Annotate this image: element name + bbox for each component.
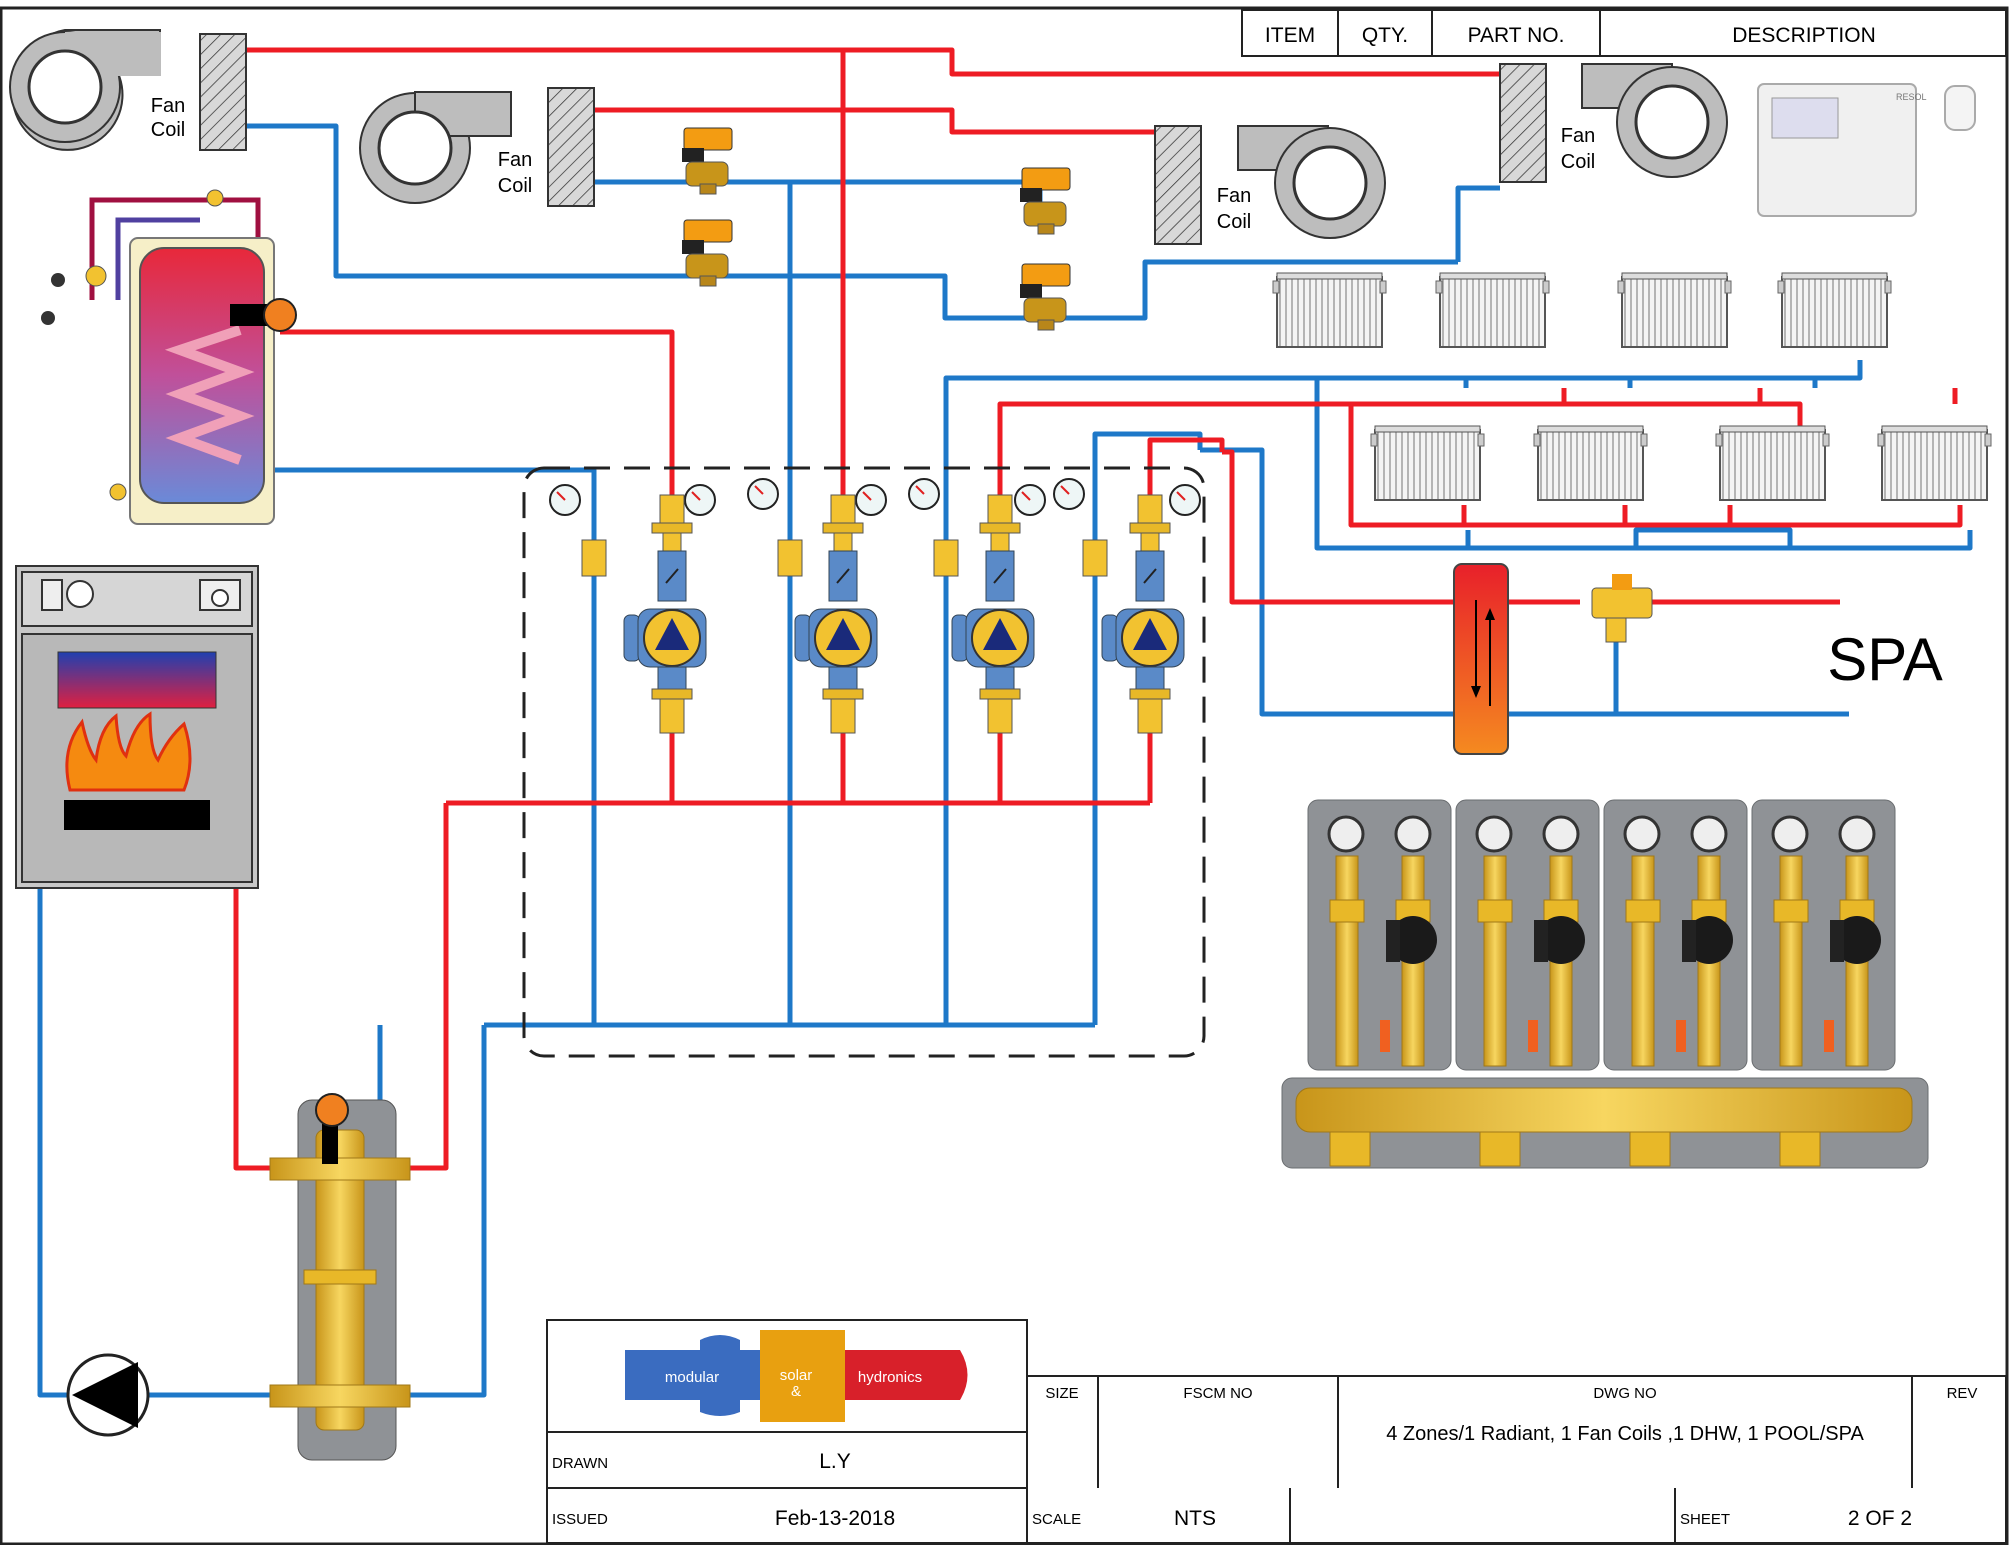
bom-part-header: PART NO. xyxy=(1468,24,1565,47)
logo-text-left: modular xyxy=(665,1369,719,1386)
manifold-boundary xyxy=(522,466,1206,1058)
sheet-label: SHEET xyxy=(1680,1511,1730,1528)
fan-coil-label: Coil xyxy=(1217,211,1251,233)
bom-qty-header: QTY. xyxy=(1362,24,1408,47)
pump-station-product xyxy=(1281,798,1929,1169)
logo-text-middle: solar xyxy=(780,1367,813,1384)
zone-valves xyxy=(681,127,1071,331)
zone-pump-stations xyxy=(549,478,1201,734)
dwg-value: 4 Zones/1 Radiant, 1 Fan Coils ,1 DHW, 1… xyxy=(1386,1423,1864,1445)
sheet-value: 2 OF 2 xyxy=(1848,1507,1912,1530)
fan-coil-label: Fan xyxy=(151,95,185,117)
fan-coil-label: Coil xyxy=(498,175,532,197)
spa-heat-exchanger xyxy=(1453,563,1653,755)
scale-label: SCALE xyxy=(1032,1511,1081,1528)
fan-coil-label: Coil xyxy=(151,119,185,141)
solar-controller: RESOL xyxy=(1757,83,1976,217)
hydraulic-separator xyxy=(269,1093,411,1461)
sensor-icon xyxy=(1944,85,1976,131)
boiler-pump-icon xyxy=(66,1353,150,1437)
logo-text-right: hydronics xyxy=(858,1369,922,1386)
fan-coil-label: Coil xyxy=(1561,151,1595,173)
bom-description-header: DESCRIPTION xyxy=(1732,24,1876,47)
dhw-tank xyxy=(41,189,297,525)
company-logo: modular solar & hydronics xyxy=(625,1330,968,1422)
supply-piping xyxy=(233,47,1963,1171)
fan-coil-1: Fan Coil xyxy=(9,29,247,151)
fan-coil-4: Fan Coil xyxy=(1499,63,1728,183)
controller-brand: RESOL xyxy=(1896,92,1927,102)
issued-label: ISSUED xyxy=(552,1511,608,1528)
spa-label: SPA xyxy=(1827,626,1943,693)
issued-value: Feb-13-2018 xyxy=(775,1507,895,1530)
fan-coil-label: Fan xyxy=(1217,185,1251,207)
fan-coil-3: Fan Coil xyxy=(1154,125,1386,245)
size-label: SIZE xyxy=(1045,1385,1078,1402)
boiler xyxy=(15,565,259,889)
drawn-label: DRAWN xyxy=(552,1455,608,1472)
drawn-value: L.Y xyxy=(819,1450,851,1473)
dwg-label: DWG NO xyxy=(1593,1385,1656,1402)
fan-coil-2: Fan Coil xyxy=(359,87,595,207)
logo-text-amp: & xyxy=(791,1383,801,1400)
fan-coil-label: Fan xyxy=(498,149,532,171)
bom-header xyxy=(1241,9,2007,57)
fscm-label: FSCM NO xyxy=(1183,1385,1252,1402)
fan-coil-label: Fan xyxy=(1561,125,1595,147)
bom-item-header: ITEM xyxy=(1265,24,1315,47)
scale-value: NTS xyxy=(1174,1507,1216,1530)
rev-label: REV xyxy=(1947,1385,1978,1402)
